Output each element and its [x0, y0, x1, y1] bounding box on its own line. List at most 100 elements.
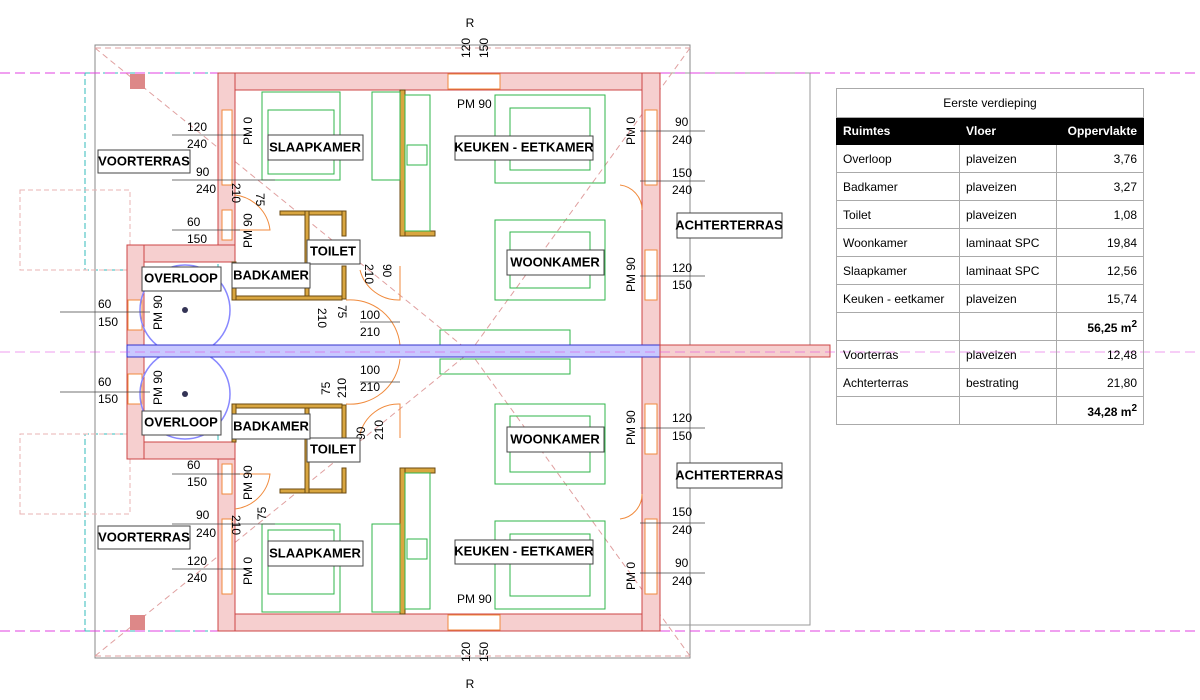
cell: 3,27: [1056, 172, 1144, 201]
cell: 21,80: [1056, 368, 1144, 397]
dim-label: 75: [335, 305, 349, 319]
svg-text:WOONKAMER: WOONKAMER: [510, 431, 600, 446]
dim-label: 210: [335, 378, 349, 398]
dim-label: 210: [372, 420, 386, 440]
svg-text:ACHTERTERRAS: ACHTERTERRAS: [675, 217, 783, 232]
room-label-slaapkamer-bottom: SLAAPKAMER: [267, 540, 364, 567]
cell: Toilet: [836, 200, 960, 229]
cell: bestrating: [959, 368, 1057, 397]
cell: plaveizen: [959, 200, 1057, 229]
room-label-overloop-bottom: OVERLOOP: [141, 410, 222, 436]
cell: 1,08: [1056, 200, 1144, 229]
dim-label: 90: [196, 508, 210, 522]
dim-label: 90: [354, 426, 368, 440]
dim-label: PM 0: [241, 557, 255, 585]
cell: plaveizen: [959, 284, 1057, 313]
dim-label: 210: [360, 380, 380, 394]
dim-label: 240: [672, 183, 692, 197]
dim-label: 120: [187, 120, 207, 134]
room-label-toilet-top: TOILET: [306, 239, 361, 265]
dim-label: PM 90: [241, 213, 255, 248]
dim-label: PM 90: [151, 370, 165, 405]
dim-label: 150: [672, 278, 692, 292]
subtotal-indoor: 56,25 m2: [1056, 312, 1144, 341]
dim-label: 75: [255, 506, 269, 520]
dim-label: 60: [187, 458, 201, 472]
dim-label: 90: [196, 165, 210, 179]
subtotal-row: 34,28 m2: [836, 396, 1144, 425]
svg-text:VOORTERRAS: VOORTERRAS: [98, 529, 190, 544]
dim-label: 150: [187, 232, 207, 246]
dim-label: 210: [229, 515, 243, 535]
cell: laminaat SPC: [959, 228, 1057, 257]
dim-label: 120: [459, 642, 473, 662]
dim-label: 150: [98, 392, 118, 406]
dim-label: 210: [360, 325, 380, 339]
dim-label: PM 90: [624, 257, 638, 292]
dimension-labels-bottom: PM 90 120 240 90 240 60 150 PM 0 PM 90 2…: [98, 363, 692, 606]
room-label-overloop-top: OVERLOOP: [141, 266, 222, 292]
cell: plaveizen: [959, 172, 1057, 201]
dim-label: PM 0: [624, 562, 638, 590]
dim-label: 75: [319, 381, 333, 395]
dim-label: 210: [229, 183, 243, 203]
dim-label: PM 90: [241, 465, 255, 500]
dim-label: 240: [672, 523, 692, 537]
dim-label: PM 0: [624, 117, 638, 145]
dim-label: 240: [672, 133, 692, 147]
room-label-keuken-top: KEUKEN - EETKAMER: [454, 135, 594, 161]
cell: Slaapkamer: [836, 256, 960, 285]
dim-label: 240: [196, 182, 216, 196]
dim-label: 120: [672, 411, 692, 425]
table-title: Eerste verdieping: [836, 88, 1144, 118]
header-ruimtes: Ruimtes: [836, 117, 960, 145]
room-label-voorterras-bottom: VOORTERRAS: [97, 525, 191, 550]
header-vloer: Vloer: [959, 117, 1057, 145]
cell: Badkamer: [836, 172, 960, 201]
svg-text:BADKAMER: BADKAMER: [233, 418, 309, 433]
dim-label: 150: [98, 315, 118, 329]
section-marker-top: R: [466, 16, 475, 30]
svg-text:TOILET: TOILET: [310, 441, 356, 456]
dim-label: 120: [187, 554, 207, 568]
room-label-slaapkamer-top: SLAAPKAMER: [267, 134, 364, 161]
dim-label: 60: [98, 375, 112, 389]
svg-text:WOONKAMER: WOONKAMER: [510, 254, 600, 269]
svg-text:OVERLOOP: OVERLOOP: [144, 270, 218, 285]
svg-text:BADKAMER: BADKAMER: [233, 267, 309, 282]
cell: 12,48: [1056, 340, 1144, 369]
room-label-keuken-bottom: KEUKEN - EETKAMER: [454, 539, 594, 565]
dim-label: 210: [315, 308, 329, 328]
cell: Woonkamer: [836, 228, 960, 257]
dim-label: 150: [477, 38, 491, 58]
svg-text:VOORTERRAS: VOORTERRAS: [98, 153, 190, 168]
room-label-achterterras-top: ACHTERTERRAS: [675, 212, 783, 239]
dim-label: 150: [672, 429, 692, 443]
dim-label: PM 0: [241, 117, 255, 145]
cell: plaveizen: [959, 144, 1057, 173]
header-oppervlakte: Oppervlakte: [1056, 117, 1144, 145]
svg-text:ACHTERTERRAS: ACHTERTERRAS: [675, 467, 783, 482]
cell: Overloop: [836, 144, 960, 173]
subtotal-outdoor: 34,28 m2: [1056, 396, 1144, 425]
dim-label: 150: [672, 166, 692, 180]
cell: Achterterras: [836, 368, 960, 397]
room-label-woonkamer-top: WOONKAMER: [506, 249, 605, 276]
dimension-labels-top: PM 90 120 240 90 240 60 150 PM 0 PM 90 2…: [98, 97, 692, 339]
dim-label: PM 90: [624, 410, 638, 445]
dim-label: 240: [672, 574, 692, 588]
dim-label: 90: [380, 264, 394, 278]
dim-label: PM 90: [457, 592, 492, 606]
cell: plaveizen: [959, 340, 1057, 369]
cell: 19,84: [1056, 228, 1144, 257]
dim-label: 60: [187, 215, 201, 229]
cell: Keuken - eetkamer: [836, 284, 960, 313]
cell: 12,56: [1056, 256, 1144, 285]
subtotal-row: 56,25 m2: [836, 312, 1144, 341]
svg-text:TOILET: TOILET: [310, 243, 356, 258]
dim-label: 150: [187, 475, 207, 489]
